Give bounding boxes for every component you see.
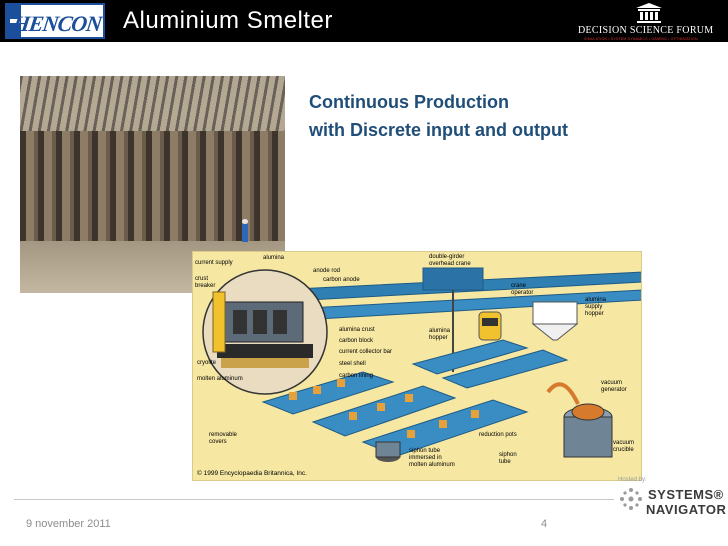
- label-molten-aluminum: molten aluminum: [197, 376, 243, 382]
- label-steel-shell: steel shell: [339, 361, 366, 367]
- diagram-copyright: © 1999 Encyclopaedia Britannica, Inc.: [197, 470, 307, 477]
- label-current-supply: current supply: [195, 260, 233, 266]
- label-siphon-tube-immersed: siphon tube immersed in molten aluminum: [409, 448, 455, 468]
- forum-tagline: SIMULATION • SYSTEM DYNAMICS • GAMING • …: [584, 37, 698, 41]
- hencon-logo: HENCON: [5, 3, 105, 39]
- label-reduction-pots: reduction pots: [479, 432, 517, 438]
- label-current-collector-bar: current collector bar: [339, 349, 393, 355]
- headline-line-1: Continuous Production: [309, 92, 509, 112]
- smelter-illustration: [202, 267, 641, 462]
- header-bar: HENCON Aluminium Smelter DECISION SCIENC…: [0, 0, 728, 42]
- label-alumina-supply-hopper: alumina supply hopper: [585, 297, 607, 317]
- label-vacuum-crucible: vacuum crucible: [613, 440, 635, 453]
- footer-divider: [14, 499, 614, 500]
- label-crust-breaker: crust breaker: [195, 276, 216, 289]
- smelter-hall-photo: [20, 76, 285, 293]
- forum-name: DECISION SCIENCE FORUM: [578, 25, 714, 36]
- label-cryolite: cryolite: [197, 360, 217, 366]
- label-siphon-tube: siphon tube: [499, 452, 517, 465]
- label-crane-operator: crane operator: [511, 283, 534, 296]
- label-carbon-block: carbon block: [339, 338, 374, 344]
- headline: Continuous Production with Discrete inpu…: [309, 88, 568, 144]
- sponsor-line-2: NAVIGATOR: [646, 502, 727, 517]
- label-carbon-anode: carbon anode: [323, 277, 360, 283]
- worker-figure: [242, 219, 248, 242]
- systems-navigator-icon: [620, 488, 642, 510]
- label-alumina-hopper: alumina hopper: [429, 328, 451, 341]
- sponsor-line-1: SYSTEMS®: [648, 487, 724, 502]
- label-carbon-lining: carbon lining: [339, 373, 374, 379]
- smelter-diagram: current supply alumina crust breaker ano…: [192, 251, 642, 481]
- footer-date: 9 november 2011: [26, 518, 111, 530]
- forum-columns-icon: [636, 3, 662, 23]
- label-alumina: alumina: [263, 255, 285, 261]
- logo-text: HENCON: [11, 11, 103, 36]
- label-removable-covers: removable covers: [209, 432, 238, 445]
- label-vacuum-generator: vacuum generator: [601, 380, 627, 393]
- label-alumina-crust: alumina crust: [339, 327, 375, 333]
- headline-line-2: with Discrete input and output: [309, 120, 568, 140]
- slide-title: Aluminium Smelter: [123, 7, 333, 34]
- hosted-by-label: Hosted by:: [618, 477, 647, 483]
- page-number: 4: [541, 518, 548, 530]
- label-anode-rod: anode rod: [313, 268, 341, 274]
- label-double-girder-crane: double-girder overhead crane: [429, 254, 471, 267]
